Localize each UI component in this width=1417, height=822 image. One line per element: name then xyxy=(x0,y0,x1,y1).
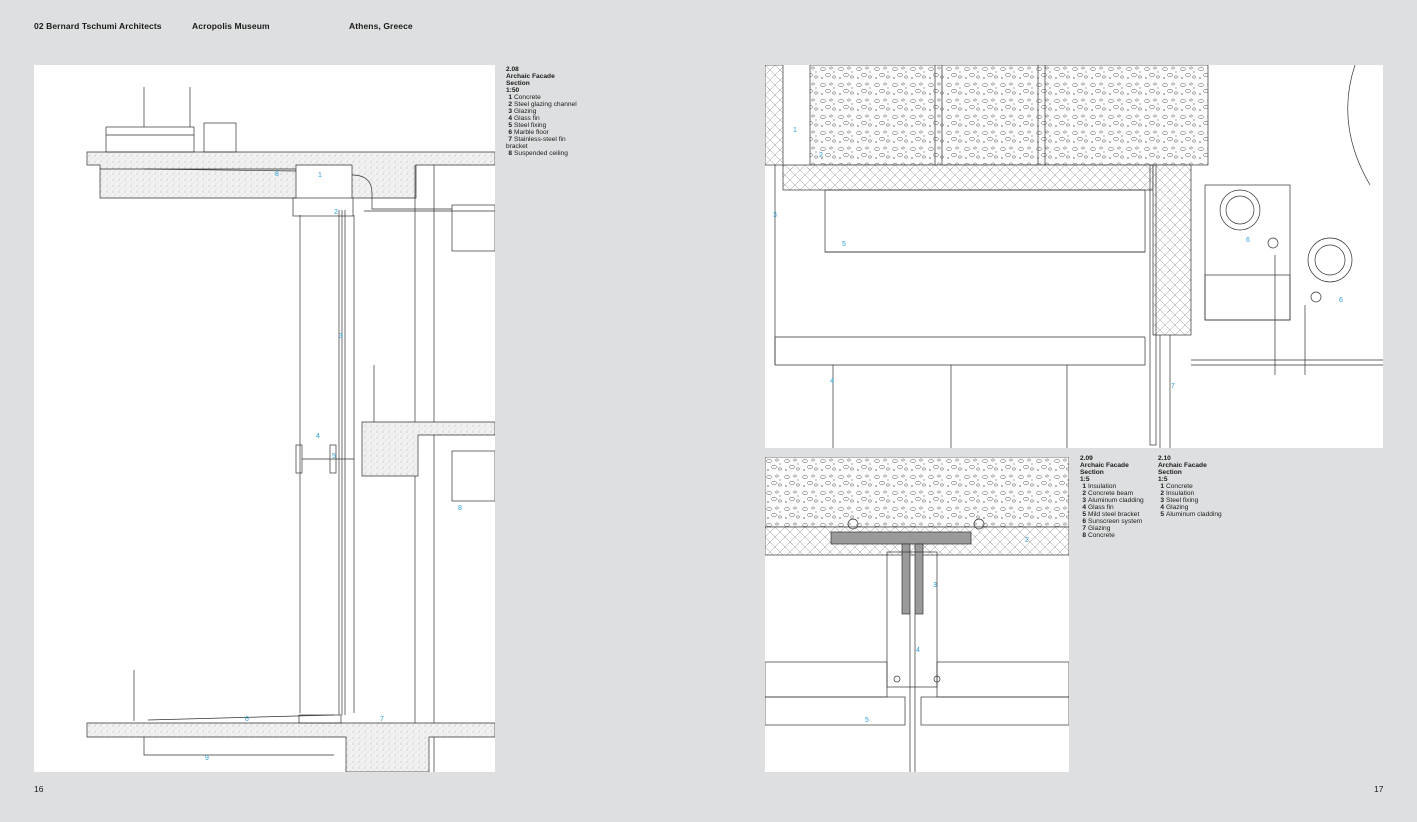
caption-scale: 1:50 xyxy=(506,87,520,94)
callout-1: 1 xyxy=(793,127,797,134)
caption-title: Archaic Facade xyxy=(506,73,555,80)
callout-2: 2 xyxy=(819,152,823,159)
page-number-right: 17 xyxy=(1374,784,1384,794)
callout-9: 9 xyxy=(205,755,209,762)
project-location: Athens, Greece xyxy=(349,21,413,31)
callout-6: 6 xyxy=(1246,237,1250,244)
caption-number: 2.10 xyxy=(1158,455,1171,462)
callout-8: 8 xyxy=(275,171,279,178)
callout-5: 5 xyxy=(865,717,869,724)
callout-4: 4 xyxy=(916,647,920,654)
callout-8b: 8 xyxy=(458,505,462,512)
caption-scale: 1:5 xyxy=(1080,476,1090,483)
callout-5: 5 xyxy=(842,241,846,248)
drawing-208-section: 1 2 8 3 4 5 6 7 8 9 xyxy=(34,65,495,772)
callout-3: 3 xyxy=(933,582,937,589)
caption-subtitle: Section xyxy=(1158,469,1182,476)
callout-2: 2 xyxy=(334,209,338,216)
page-number-left: 16 xyxy=(34,784,44,794)
caption-number: 2.09 xyxy=(1080,455,1093,462)
callout-7: 7 xyxy=(380,716,384,723)
callout-4: 4 xyxy=(316,433,320,440)
section-header: 02 Bernard Tschumi Architects xyxy=(34,21,162,31)
section-drawing-209: 1 2 3 4 5 6 6 7 xyxy=(765,65,1383,448)
callout-4: 4 xyxy=(830,378,834,385)
caption-title: Archaic Facade xyxy=(1080,462,1129,469)
callout-7: 7 xyxy=(1171,383,1175,390)
drawing-209-section: 1 2 3 4 5 6 6 7 xyxy=(765,65,1383,448)
caption-number: 2.08 xyxy=(506,66,519,73)
callout-3: 3 xyxy=(339,333,343,340)
callout-6: 6 xyxy=(245,716,249,723)
callout-2: 2 xyxy=(1025,537,1029,544)
callout-6b: 6 xyxy=(1339,297,1343,304)
callout-1: 1 xyxy=(318,172,322,179)
caption-subtitle: Section xyxy=(506,80,530,87)
callout-5: 5 xyxy=(332,453,336,460)
caption-title: Archaic Facade xyxy=(1158,462,1207,469)
section-drawing-210: 2 3 4 5 xyxy=(765,457,1069,772)
caption-subtitle: Section xyxy=(1080,469,1104,476)
section-drawing-208: 1 2 8 3 4 5 6 7 8 9 xyxy=(86,87,495,772)
caption-scale: 1:5 xyxy=(1158,476,1168,483)
project-title: Acropolis Museum xyxy=(192,21,270,31)
drawing-210-section: 2 3 4 5 xyxy=(765,457,1069,772)
callout-3: 3 xyxy=(773,212,777,219)
